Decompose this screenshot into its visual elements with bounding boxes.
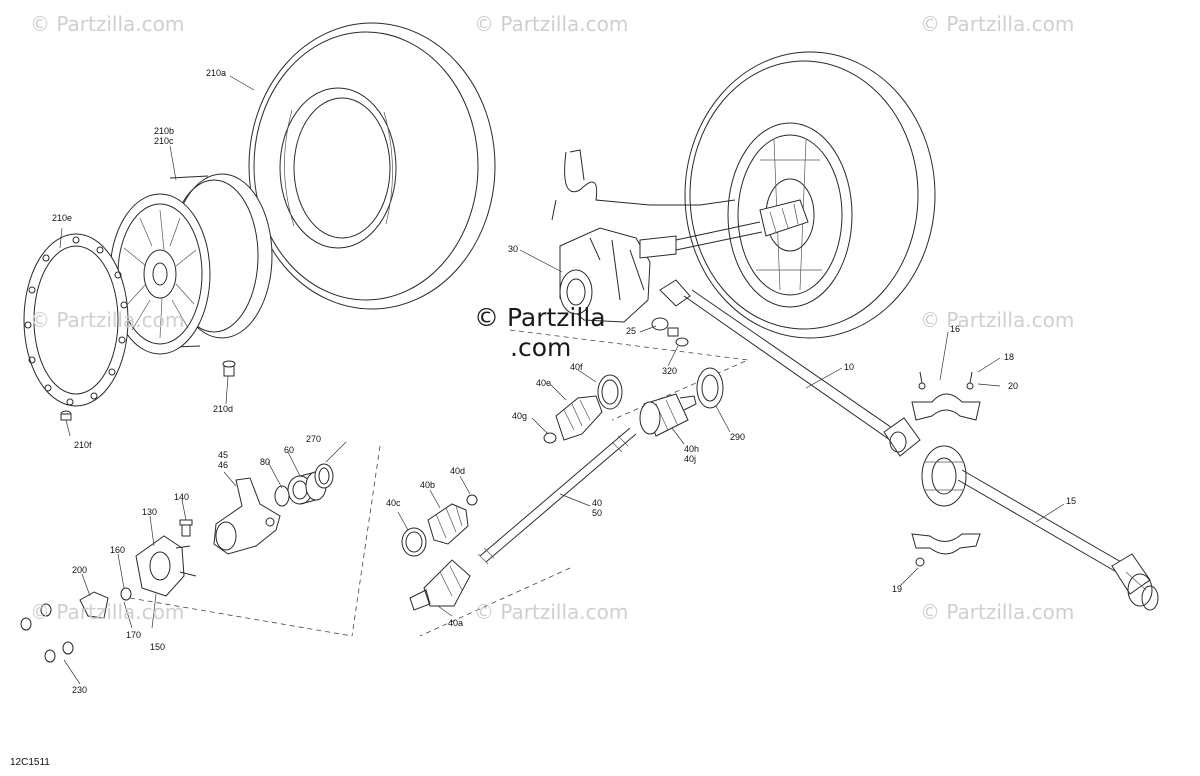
center-watermark-line1: © Partzilla [474,303,606,332]
callout-19[interactable]: 19 [892,584,903,594]
callout-210f[interactable]: 210f [74,440,92,450]
clamp-icon[interactable] [543,432,557,444]
cv-joint-icon[interactable] [639,393,697,437]
watermark-text: © Partzilla.com [474,12,629,36]
cv-boot-icon[interactable] [597,374,623,410]
callout-150[interactable]: 150 [150,642,166,652]
watermark-text: © Partzilla.com [920,12,1075,36]
callout-40a[interactable]: 40a [448,618,464,628]
callout-20[interactable]: 20 [1008,381,1019,391]
watermark-text: © Partzilla.com [474,600,629,624]
leader-lines [59,75,1065,685]
axle-shaft-icon[interactable] [477,427,637,565]
callout-210e[interactable]: 210e [52,213,73,223]
bracket-icon[interactable] [79,591,109,619]
tire-icon[interactable] [684,51,936,339]
callout-60[interactable]: 60 [284,445,295,455]
center-watermark-line2: .com [510,333,572,362]
callout-210d[interactable]: 210d [213,404,234,414]
callout-130[interactable]: 130 [142,507,158,517]
callout-45[interactable]: 45 46 [218,450,229,470]
beadlock-ring-icon[interactable] [23,233,129,407]
callout-80[interactable]: 80 [260,457,271,467]
cv-joint-icon[interactable] [409,559,471,611]
tire-icon[interactable] [248,22,496,310]
assembly-outline [419,567,571,637]
cv-boot-icon[interactable] [427,503,469,545]
axle-shaft-icon[interactable] [639,199,809,259]
callout-15[interactable]: 15 [1066,496,1077,506]
wheel-hub-icon[interactable] [135,535,197,597]
differential-icon[interactable] [551,149,736,323]
callout-270[interactable]: 270 [306,434,322,444]
knuckle-icon[interactable] [213,477,281,555]
callout-290[interactable]: 290 [730,432,746,442]
callout-40h[interactable]: 40h 40j [684,444,700,464]
bracket-icon[interactable] [911,371,981,421]
bolt-icon[interactable] [179,519,193,537]
drive-shaft-icon[interactable] [957,469,1159,611]
callout-320[interactable]: 320 [662,366,678,376]
callout-40b[interactable]: 40b [420,480,436,490]
callout-40d[interactable]: 40d [450,466,466,476]
callout-210b[interactable]: 210b 210c [154,126,175,146]
callout-210a[interactable]: 210a [206,68,227,78]
watermark-text: © Partzilla.com [920,308,1075,332]
callout-40g[interactable]: 40g [512,411,528,421]
bracket-icon[interactable] [911,533,981,567]
nut-icon[interactable] [651,317,679,337]
callout-25[interactable]: 25 [626,326,637,336]
watermark-text: © Partzilla.com [30,308,185,332]
clamp-icon[interactable] [314,463,334,489]
callout-40[interactable]: 40 50 [592,498,603,518]
assembly-outline [129,445,381,637]
watermark-text: © Partzilla.com [30,12,185,36]
nut-icon[interactable] [20,603,74,663]
diagram-code: 12C1511 [10,757,50,768]
watermark-text: © Partzilla.com [30,600,185,624]
bolt-icon[interactable] [60,410,72,421]
cv-boot-icon[interactable] [555,395,603,441]
callout-18[interactable]: 18 [1004,352,1015,362]
nut-icon[interactable] [120,587,132,601]
callout-40e[interactable]: 40e [536,378,552,388]
callout-10[interactable]: 10 [844,362,855,372]
clamp-icon[interactable] [466,494,478,506]
center-watermark: © Partzilla.com [474,303,606,363]
callout-40f[interactable]: 40f [570,362,583,372]
callout-170[interactable]: 170 [126,630,142,640]
seal-icon[interactable] [696,367,724,409]
clamp-icon[interactable] [401,527,427,557]
callout-230[interactable]: 230 [72,685,88,695]
watermark-text: © Partzilla.com [920,600,1075,624]
callout-160[interactable]: 160 [110,545,126,555]
bearing-icon[interactable] [921,445,967,507]
callout-40c[interactable]: 40c [386,498,401,508]
bolt-icon[interactable] [675,337,689,347]
callout-140[interactable]: 140 [174,492,190,502]
callout-30[interactable]: 30 [508,244,519,254]
bolt-icon[interactable] [222,360,236,377]
callout-200[interactable]: 200 [72,565,88,575]
callout-16[interactable]: 16 [950,324,961,334]
clamp-icon[interactable] [274,485,290,507]
drive-shaft-icon[interactable] [659,279,921,457]
